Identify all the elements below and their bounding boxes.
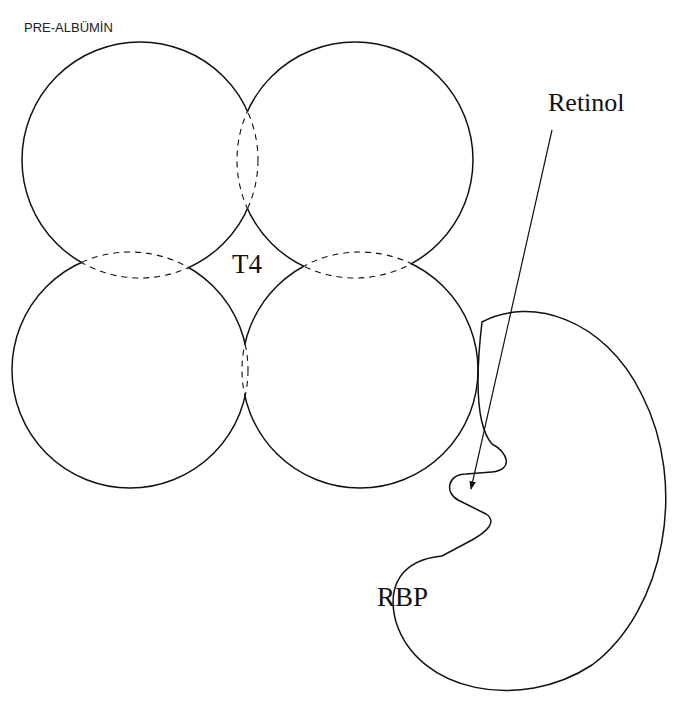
part-label: Retinol [548, 88, 625, 118]
rbp-protein: RBP [380, 290, 680, 710]
subunit-contact [242, 252, 478, 488]
rbp-outline [380, 290, 680, 710]
subunit-lobe [242, 252, 478, 488]
rbp-outline-path [393, 312, 666, 691]
binding-channel: T4 [228, 246, 266, 284]
subunit-contact [12, 252, 248, 488]
subunit-lobe [12, 252, 248, 488]
node-text: T4 [232, 250, 262, 280]
subunit-lobe [237, 42, 473, 278]
figure-title: PRE-ALBÜMİN [24, 20, 113, 35]
leader-line [471, 130, 552, 489]
subunit-lobe [22, 42, 258, 278]
subunit-contact [22, 42, 258, 278]
subunit-lobes [12, 42, 478, 488]
node-text: RBP [377, 583, 679, 613]
subunit-contact [237, 42, 473, 278]
